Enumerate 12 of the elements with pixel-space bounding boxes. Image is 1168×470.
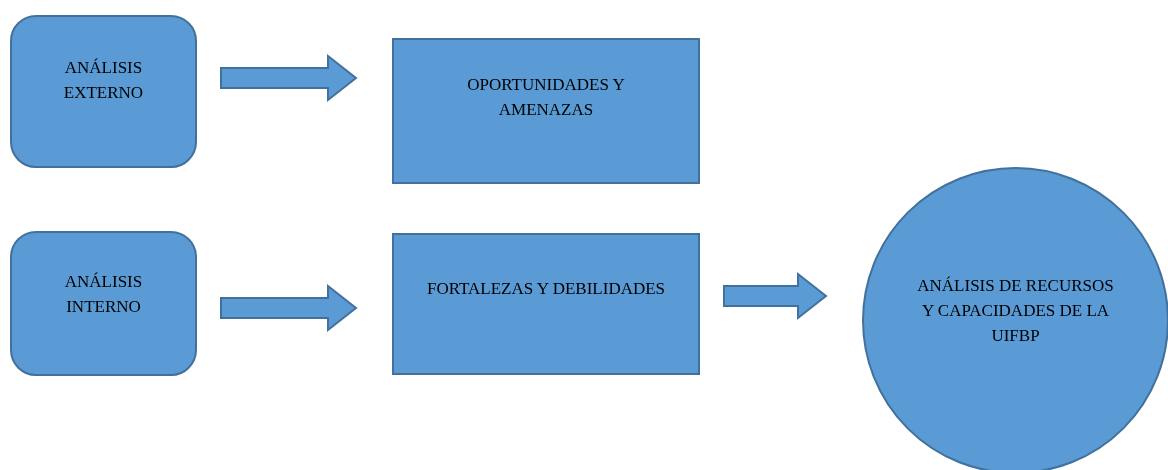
process-box [392, 38, 700, 184]
process-box [392, 233, 700, 375]
rounded-process-box [10, 15, 197, 168]
node-text: OPORTUNIDADES Y AMENAZAS [466, 74, 626, 121]
block-arrow [723, 271, 828, 321]
node-text: FORTALEZAS Y DEBILIDADES [426, 277, 666, 300]
node-text: ANÁLISIS EXTERNO [62, 56, 145, 104]
rounded-process-box [10, 231, 197, 376]
node-text: ANÁLISIS INTERNO [63, 270, 144, 318]
block-arrow [220, 283, 358, 333]
node-text: ANÁLISIS DE RECURSOS Y CAPACIDADES DE LA UIFBP [916, 275, 1115, 347]
block-arrow [220, 53, 358, 103]
